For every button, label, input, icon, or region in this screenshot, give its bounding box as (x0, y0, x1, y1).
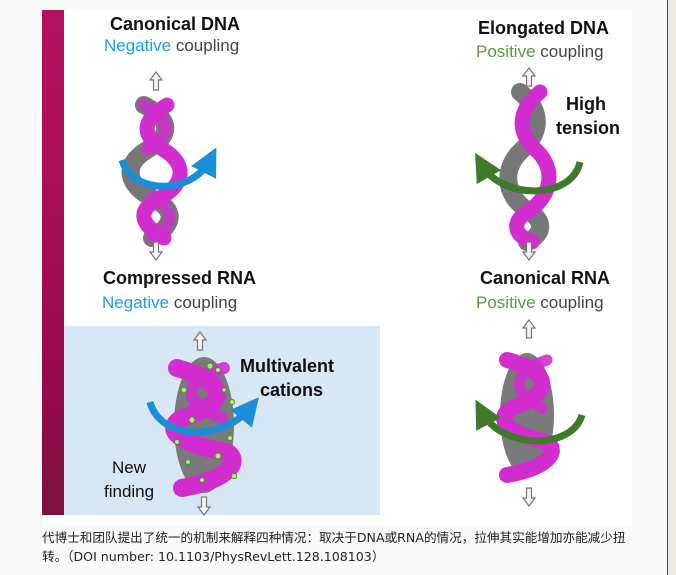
coupling-word: coupling (169, 293, 238, 312)
canonical-dna-coupling: Negative coupling (104, 36, 239, 56)
arrow-down-icon (148, 241, 164, 261)
coupling-sign: Negative (104, 36, 172, 55)
arrow-up-icon (148, 71, 164, 91)
arrow-down-icon (196, 496, 212, 516)
rotation-arrow-icon (118, 147, 217, 190)
coupling-word: coupling (535, 293, 604, 312)
figure-caption: 代博士和团队提出了统一的机制来解释四种情况：取决于DNA或RNA的情况，拉伸其实… (42, 530, 626, 564)
multivalent-cations-label-line1: Multivalent (240, 356, 335, 376)
dna-rna-coupling-figure: Canonical DNA Negative coupling Elongate… (42, 10, 632, 525)
arrow-down-icon (521, 487, 537, 507)
coupling-sign: Positive (476, 293, 536, 312)
page-background-strip (668, 0, 676, 575)
canonical-rna-panel (475, 319, 586, 507)
arrow-up-icon (521, 319, 537, 339)
elongated-dna-title: Elongated DNA (478, 18, 610, 38)
elongated-dna-coupling: Positive coupling (476, 42, 604, 62)
coupling-sign: Negative (102, 293, 170, 312)
figure-artwork (118, 67, 586, 516)
multivalent-cations-label-line2: cations (260, 380, 324, 400)
rna-helix-icon (496, 352, 560, 483)
dna-helix-icon (121, 96, 188, 247)
compressed-rna-title: Compressed RNA (103, 268, 257, 288)
new-finding-label-line1: New (112, 458, 147, 477)
arrow-up-icon (521, 67, 537, 87)
coupling-word: coupling (535, 42, 604, 61)
compressed-rna-coupling: Negative coupling (102, 293, 237, 313)
dna-helix-icon (499, 83, 557, 251)
rotation-arrow-icon (475, 399, 586, 445)
coupling-sign: Positive (476, 42, 536, 61)
arrow-up-icon (192, 331, 208, 351)
rotation-arrow-icon (475, 152, 584, 195)
canonical-dna-title: Canonical DNA (110, 14, 241, 34)
new-finding-label-line2: finding (104, 482, 155, 501)
canonical-dna-panel (118, 71, 217, 261)
elongated-dna-panel (475, 67, 584, 261)
card-border (667, 0, 668, 575)
canonical-rna-title: Canonical RNA (480, 268, 611, 288)
compressed-rna-panel (146, 331, 259, 516)
rotation-arrow-icon (146, 397, 259, 436)
side-accent-bar (42, 10, 64, 515)
arrow-down-icon (521, 241, 537, 261)
coupling-word: coupling (171, 36, 240, 55)
high-tension-label-line1: High (566, 94, 606, 114)
high-tension-label-line2: tension (556, 118, 621, 138)
canonical-rna-coupling: Positive coupling (476, 293, 604, 313)
